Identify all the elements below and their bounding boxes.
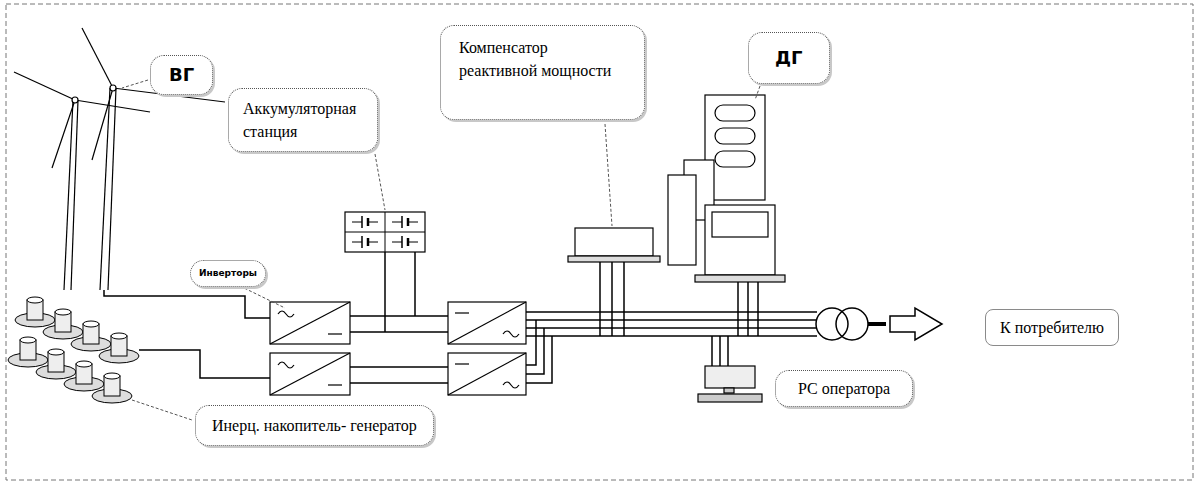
node-text: Инверторы <box>199 267 257 280</box>
operator-pc <box>698 336 762 402</box>
leader-line <box>122 80 760 420</box>
node-text: ВГ <box>169 62 194 88</box>
callout-label: Аккумуляторная станция <box>228 88 378 152</box>
node-text: ДГ <box>775 45 803 71</box>
callout-label: ДГ <box>748 32 830 84</box>
ac-bus <box>526 312 817 383</box>
battery-bank <box>345 212 425 252</box>
consumer-box: К потребителю <box>985 309 1119 346</box>
flywheel-generator <box>8 297 139 403</box>
compensator-symbol <box>568 228 660 336</box>
transformer-symbol <box>816 308 886 340</box>
storage-cable <box>139 350 270 378</box>
node-text: Инерц. накопитель- генератор <box>212 414 417 437</box>
callout-label: ВГ <box>150 55 213 95</box>
callout-label: РС оператора <box>775 370 913 407</box>
node-text: К потребителю <box>1000 316 1104 339</box>
wind-cable <box>104 290 270 318</box>
callout-label: Компенсатор реактивной мощности <box>440 25 645 120</box>
inverter-symbol <box>270 302 526 395</box>
output-arrow <box>890 308 942 340</box>
wind-turbine <box>14 28 225 290</box>
diesel-generator <box>668 95 785 336</box>
dc-link <box>350 252 448 383</box>
callout-label: Инверторы <box>190 260 266 287</box>
node-text: Аккумуляторная станция <box>243 97 363 143</box>
node-text: РС оператора <box>798 377 890 400</box>
callout-label: Инерц. накопитель- генератор <box>195 405 434 446</box>
system-boundary <box>6 4 1193 480</box>
node-text: Компенсатор реактивной мощности <box>459 36 626 82</box>
